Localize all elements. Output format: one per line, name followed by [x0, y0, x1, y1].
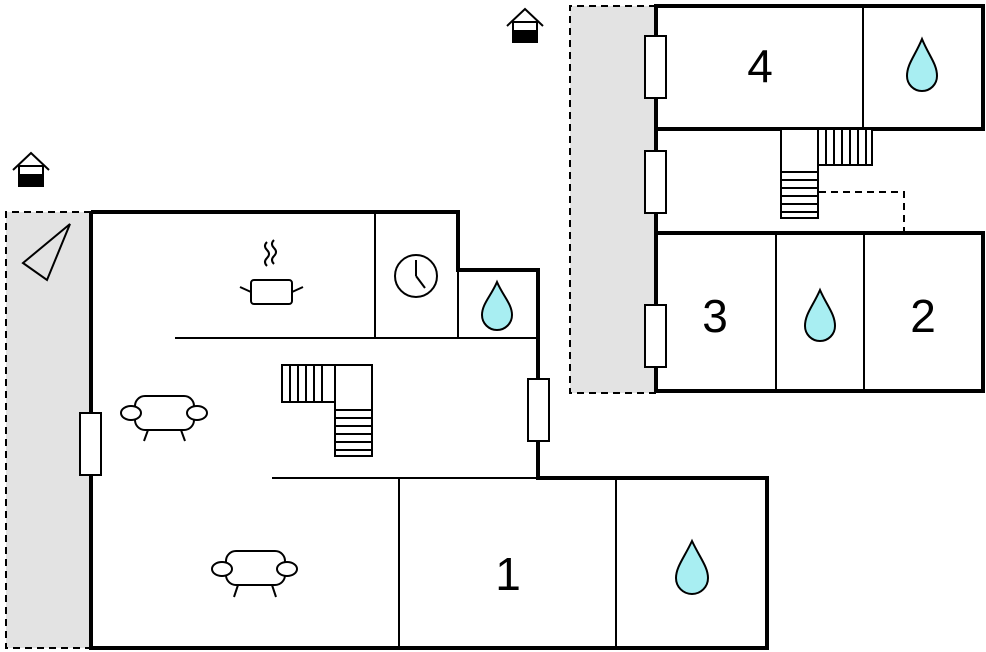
staircase-icon — [780, 128, 873, 219]
window-icon — [644, 304, 667, 368]
left-unit-interior-walls — [175, 212, 617, 648]
window-icon — [79, 412, 102, 476]
water-drop-icon — [480, 279, 514, 331]
dashed-boundary — [819, 191, 905, 233]
window-icon — [644, 150, 667, 214]
clock-icon — [394, 254, 438, 298]
room-2-label: 2 — [910, 290, 936, 342]
water-drop-icon — [803, 287, 837, 342]
room-1-label: 1 — [495, 548, 521, 600]
room-3-label: 3 — [702, 290, 728, 342]
triangle-icon — [21, 223, 71, 282]
water-drop-icon — [674, 538, 710, 595]
sofa-icon — [120, 395, 208, 442]
cooking-pot-icon — [239, 239, 304, 305]
window-icon — [644, 35, 667, 99]
room-4-label: 4 — [747, 40, 773, 92]
window-icon — [527, 378, 550, 442]
house-entrance-icon — [506, 7, 544, 43]
terrace-left — [5, 211, 91, 649]
sofa-icon — [211, 550, 298, 598]
house-entrance-icon — [12, 151, 50, 187]
staircase-icon — [281, 364, 373, 457]
terrace-right — [569, 5, 656, 394]
water-drop-icon — [905, 36, 939, 92]
